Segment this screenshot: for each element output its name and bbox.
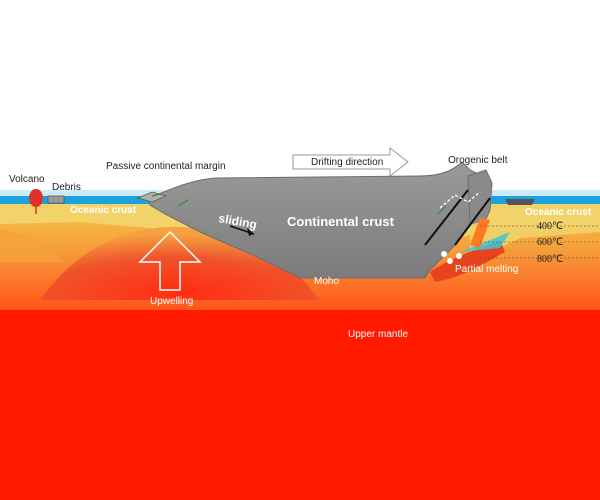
melt-bubble-1	[441, 251, 447, 257]
green-arrow-right	[437, 205, 447, 215]
volcano-icon	[29, 189, 43, 207]
upper-mantle-label: Upper mantle	[348, 329, 408, 340]
drifting-direction-label: Drifting direction	[311, 157, 383, 168]
melt-orange	[470, 218, 490, 248]
fault-line-1	[424, 189, 469, 246]
temp-400-label: 400℃	[537, 221, 563, 232]
green-arrow-left	[151, 193, 161, 197]
temp-600-label: 600℃	[537, 237, 563, 248]
upwelling-arrow	[138, 230, 202, 291]
partial-melting-zone	[430, 240, 505, 282]
continental-crust-label: Continental crust	[287, 214, 395, 229]
sliding-arrowhead	[247, 228, 254, 236]
melt-bubble-3	[456, 253, 462, 259]
moho-label: Moho	[314, 276, 339, 287]
passive-margin-label: Passive continental margin	[106, 161, 226, 172]
drifting-direction-arrow	[292, 146, 409, 178]
orogen-dashed-path	[439, 191, 481, 209]
left-plume-edge	[0, 230, 65, 262]
fault-line-2	[454, 197, 491, 246]
volcano-label: Volcano	[9, 174, 45, 185]
green-arrow-left-2	[177, 199, 189, 207]
continental-crust	[147, 161, 486, 279]
upwelling-label: Upwelling	[150, 296, 193, 307]
debris-label: Debris	[52, 182, 81, 193]
melt-bubble-2	[447, 258, 453, 264]
oceanic-crust-right-label: Oceanic crust	[525, 207, 592, 218]
sliding-label: sliding	[217, 211, 258, 232]
upper-mantle-area	[0, 310, 600, 500]
debris-slab	[47, 195, 65, 204]
gravel-deposit	[505, 199, 535, 205]
oceanic-crust-left-label: Oceanic crust	[70, 205, 137, 216]
temp-800-label: 800℃	[537, 254, 563, 265]
subducting-slab	[470, 210, 600, 262]
partial-melting-label: Partial melting	[455, 264, 518, 275]
orogenic-belt-label: Orogenic belt	[448, 155, 508, 166]
